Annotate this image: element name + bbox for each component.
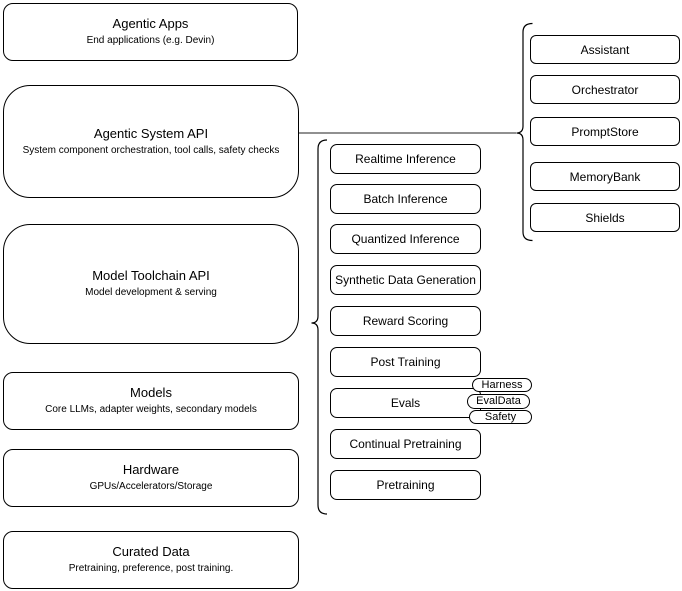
node-subtitle: Pretraining, preference, post training. (68, 563, 234, 574)
node-title: Hardware (122, 462, 180, 477)
node-title: Model Toolchain API (92, 268, 210, 283)
node-subtitle: Model development & serving (85, 287, 217, 298)
node-subtitle: End applications (e.g. Devin) (86, 35, 215, 46)
node-hardware: Hardware GPUs/Accelerators/Storage (3, 449, 299, 507)
node-synthetic-data-generation: Synthetic Data Generation (330, 265, 481, 295)
node-batch-inference: Batch Inference (330, 184, 481, 214)
node-quantized-inference: Quantized Inference (330, 224, 481, 254)
node-shields: Shields (530, 203, 680, 232)
node-title: Agentic System API (93, 125, 209, 141)
toolchain-brace (311, 139, 328, 515)
node-realtime-inference: Realtime Inference (330, 144, 481, 174)
node-model-toolchain-api: Model Toolchain API Model development & … (3, 224, 299, 344)
node-continual-pretraining: Continual Pretraining (330, 429, 481, 459)
node-title: Curated Data (112, 544, 190, 559)
node-post-training: Post Training (330, 347, 481, 377)
node-agentic-apps: Agentic Apps End applications (e.g. Devi… (3, 3, 298, 61)
node-models: Models Core LLMs, adapter weights, secon… (3, 372, 299, 430)
node-pretraining: Pretraining (330, 470, 481, 500)
node-title: Agentic Apps (112, 16, 189, 31)
node-reward-scoring: Reward Scoring (330, 306, 481, 336)
node-subtitle: Core LLMs, adapter weights, secondary mo… (45, 404, 257, 415)
pill-evaldata: EvalData (467, 394, 530, 409)
node-subtitle: System component orchestration, tool cal… (22, 144, 280, 156)
node-assistant: Assistant (530, 35, 680, 64)
node-title: Models (130, 385, 172, 400)
node-curated-data: Curated Data Pretraining, preference, po… (3, 531, 299, 589)
node-memorybank: MemoryBank (530, 162, 680, 191)
node-promptstore: PromptStore (530, 117, 680, 146)
node-orchestrator: Orchestrator (530, 75, 680, 104)
pill-harness: Harness (472, 378, 532, 392)
node-subtitle: GPUs/Accelerators/Storage (89, 481, 213, 492)
node-evals: Evals (330, 388, 481, 418)
pill-safety: Safety (469, 410, 532, 424)
node-agentic-system-api: Agentic System API System component orch… (3, 85, 299, 198)
